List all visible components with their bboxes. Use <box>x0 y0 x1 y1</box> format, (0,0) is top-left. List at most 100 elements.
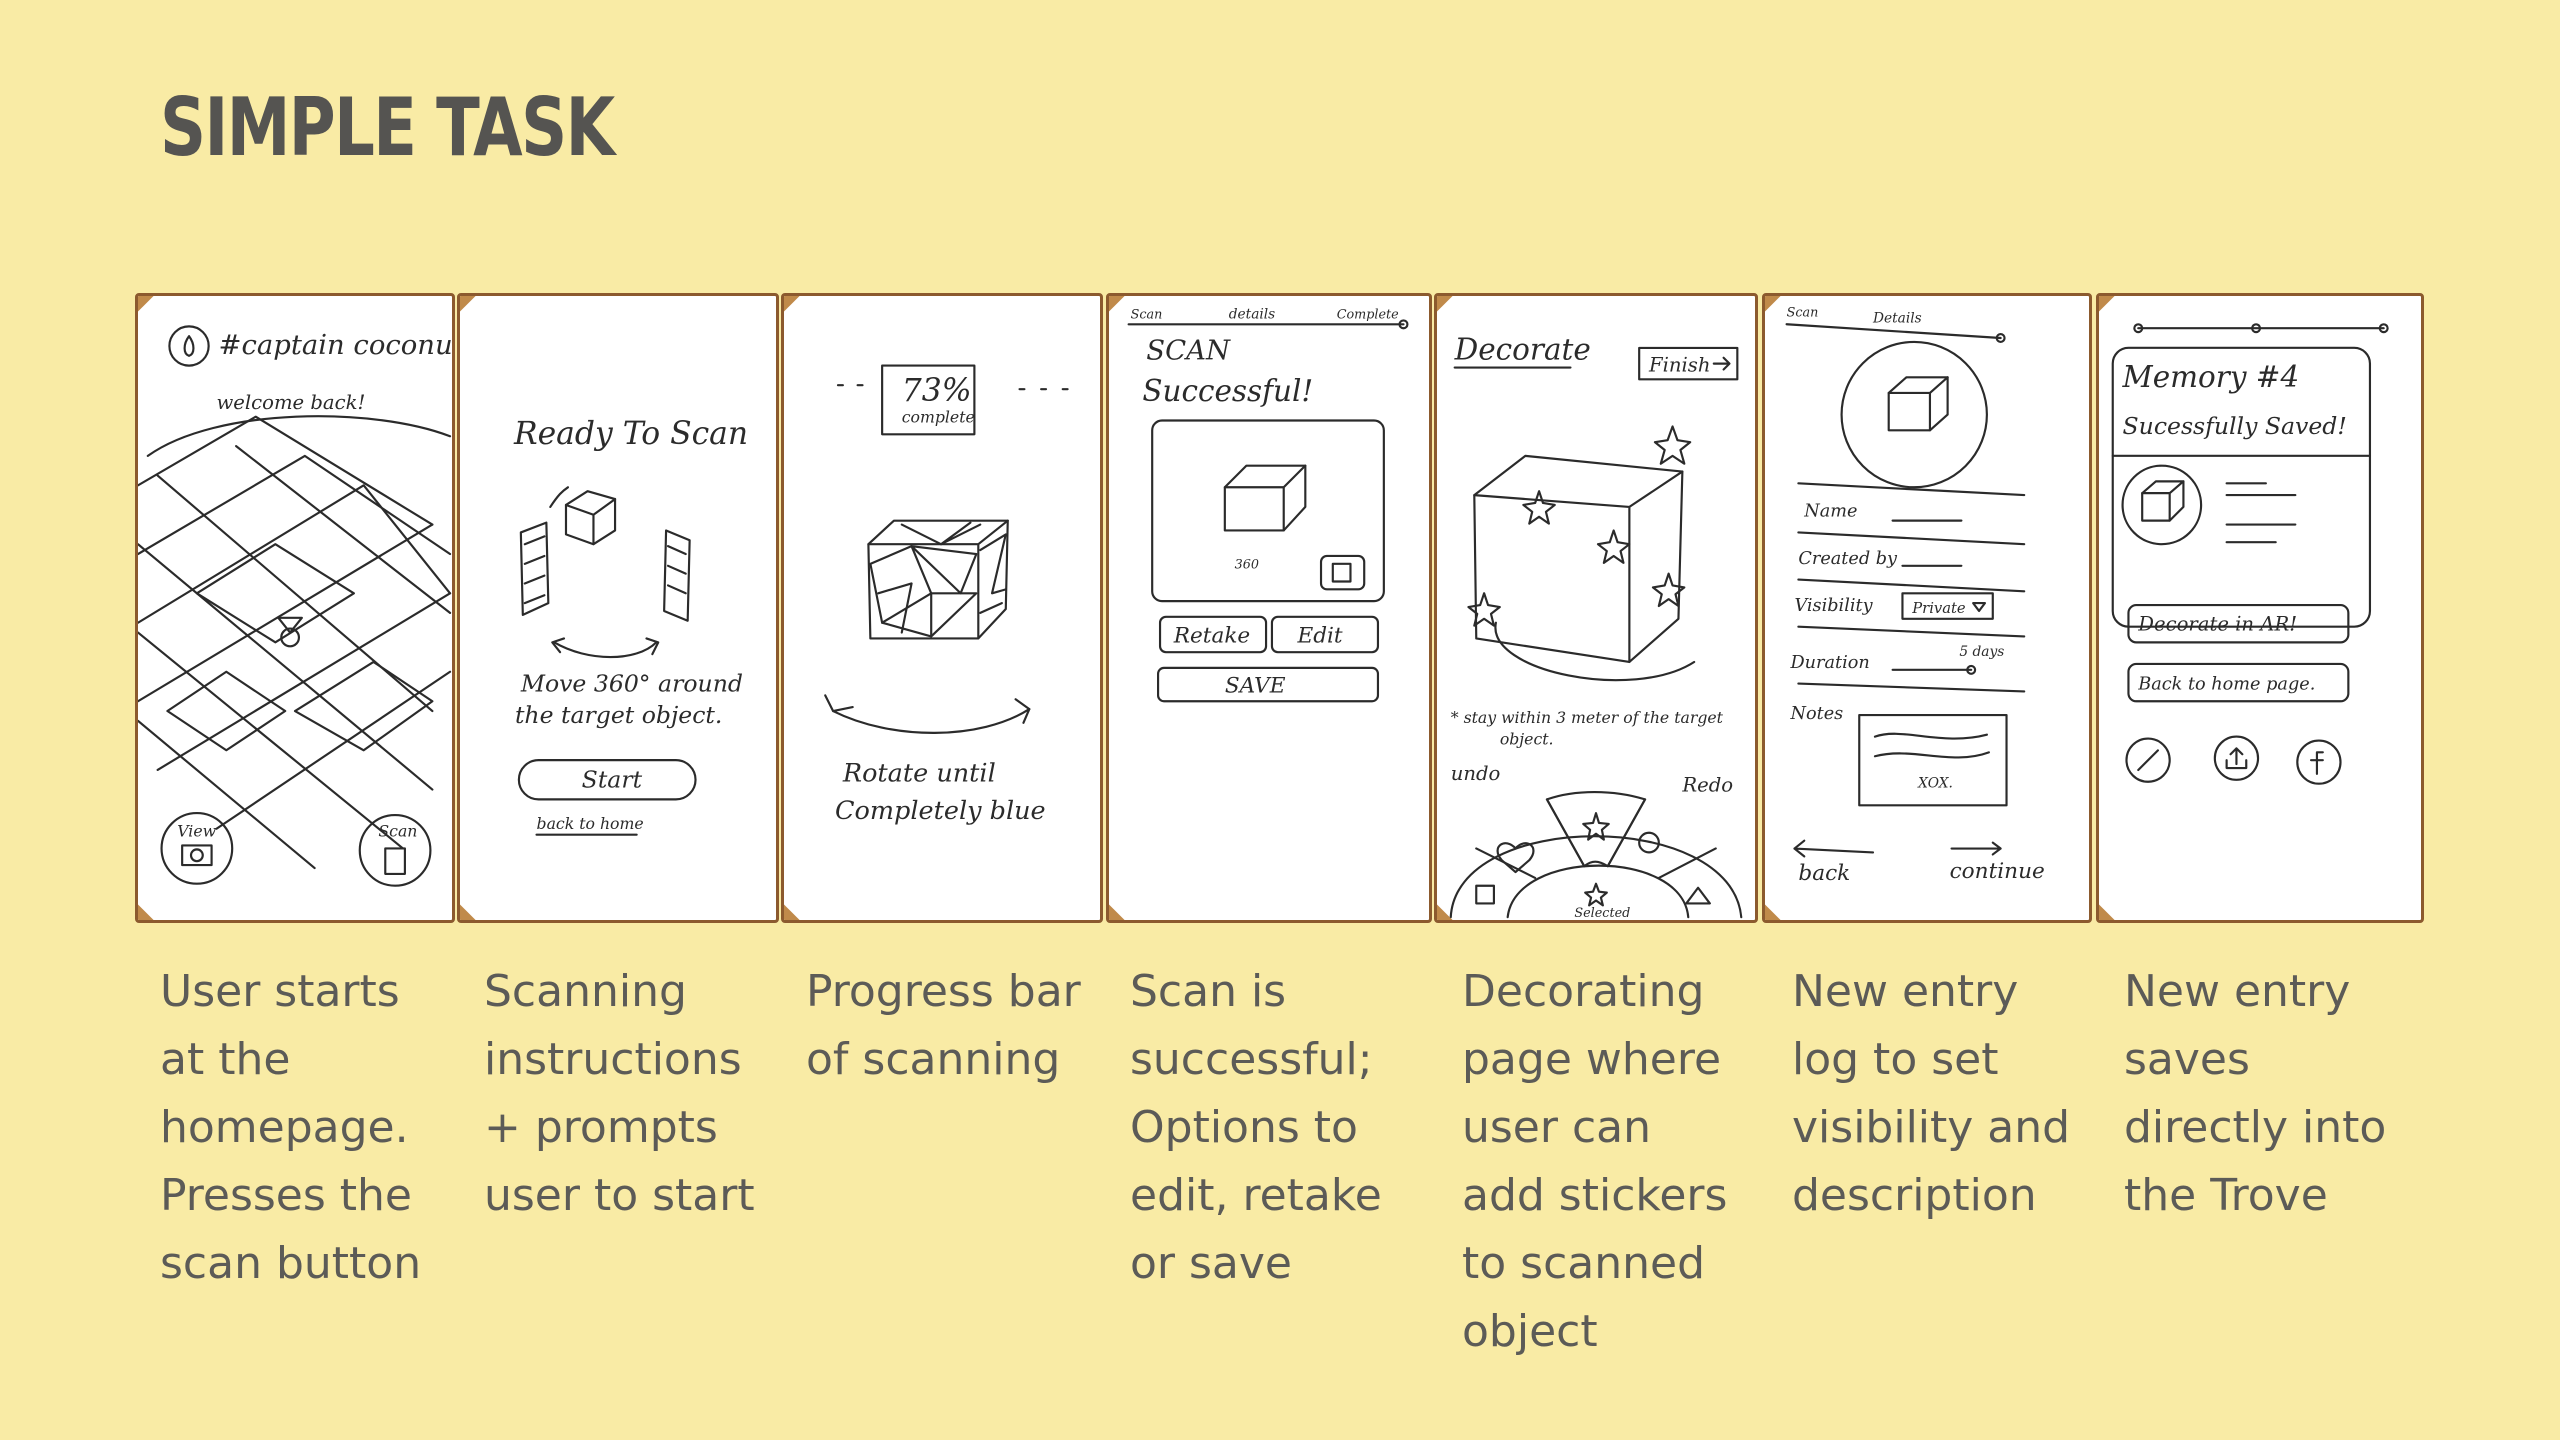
cube-icon <box>1223 464 1307 532</box>
scan-button[interactable] <box>358 813 432 887</box>
decorate-drawing: Decorate Finish * stay within 3 meter of… <box>1449 333 1743 920</box>
sketch-entry-saved: Memory #4 Sucessfully Saved! Decorate in… <box>2096 293 2424 923</box>
link-icon[interactable] <box>2125 737 2171 783</box>
sketch-homepage: #captain coconut welcome back! View Scan <box>135 293 455 923</box>
avatar-icon <box>168 325 210 367</box>
sketch-scan-instructions: Ready To Scan Move 360° around the targe… <box>457 293 779 923</box>
phone-left-icon <box>519 521 550 616</box>
finish-button[interactable] <box>1638 346 1739 381</box>
entry-log-drawing: Scan Details Name Created by Visibility … <box>1785 305 2045 886</box>
sketch-scan-success: Scan details Complete SCAN Successful! 3… <box>1106 293 1432 923</box>
home-button-label: Back to home page. <box>2137 674 2315 694</box>
rotate-arrow <box>831 708 1031 734</box>
camera-icon <box>181 844 213 867</box>
step-complete: Complete <box>1337 307 1399 322</box>
success-heading-2: Successful! <box>1142 374 1313 408</box>
save-button[interactable] <box>1157 666 1380 703</box>
start-button-label: Start <box>582 766 643 794</box>
ar-view-icon[interactable] <box>1319 554 1366 591</box>
heart-icon[interactable] <box>1496 842 1535 874</box>
step-scan: Scan <box>1131 307 1163 322</box>
welcome-label: welcome back! <box>217 391 366 414</box>
slide-title: SIMPLE TASK <box>160 81 615 174</box>
duration-value: 5 days <box>1959 644 2004 660</box>
created-label: Created by <box>1798 549 1898 569</box>
saved-heading-1: Memory #4 <box>2122 360 2300 394</box>
share-icon[interactable] <box>2213 735 2260 781</box>
name-label: Name <box>1803 502 1857 522</box>
decorate-ar-label: Decorate in AR! <box>2137 613 2297 636</box>
star-sticker <box>1653 425 1692 465</box>
entry-saved-drawing: Memory #4 Sucessfully Saved! Decorate in… <box>2111 323 2389 785</box>
star-icon <box>1582 812 1610 841</box>
caption-step-4: Scan is successful; Options to edit, ret… <box>1130 966 1382 1289</box>
sketch-decorate: Decorate Finish * stay within 3 meter of… <box>1434 293 1758 923</box>
rotate-hint-1: Rotate until <box>842 759 996 789</box>
scan-button-label: Scan <box>378 822 417 841</box>
cube-icon <box>1887 376 1949 432</box>
object-thumbnail <box>1840 340 1988 489</box>
view-button[interactable] <box>160 812 234 885</box>
scanned-cube <box>867 519 1009 640</box>
memory-thumbnail <box>2121 464 2203 546</box>
back-home-link[interactable]: back to home <box>537 814 644 833</box>
start-button[interactable] <box>517 759 697 801</box>
notes-label: Notes <box>1790 704 1844 724</box>
saved-heading-2: Sucessfully Saved! <box>2123 412 2347 440</box>
decorate-ar-button[interactable] <box>2127 603 2350 644</box>
retake-button-label: Retake <box>1173 623 1250 648</box>
rotate-hint-2: Completely blue <box>835 796 1046 826</box>
notes-field[interactable] <box>1858 713 2008 807</box>
caption-step-7: New entry saves directly into the Trove <box>2124 966 2387 1221</box>
facebook-icon[interactable] <box>2296 739 2342 785</box>
memory-details-lines <box>2225 482 2297 544</box>
visibility-value: Private <box>1911 600 1966 617</box>
distance-hint-1: * stay within 3 meter of the target <box>1451 708 1724 727</box>
back-link[interactable]: back <box>1798 861 1850 886</box>
retake-button[interactable] <box>1158 615 1268 654</box>
instruction-line-2: the target object. <box>515 701 722 729</box>
form-dividers <box>1797 482 2026 693</box>
map-edge <box>146 415 452 457</box>
edit-button-label: Edit <box>1296 623 1342 648</box>
chevron-down-icon <box>1972 602 1987 613</box>
sketch-entry-log: Scan Details Name Created by Visibility … <box>1762 293 2092 923</box>
triangle-icon[interactable] <box>1685 886 1711 905</box>
selected-slot[interactable] <box>1545 791 1647 868</box>
caption-step-1: User starts at the homepage. Presses the… <box>160 966 422 1289</box>
home-button[interactable] <box>2127 662 2350 703</box>
caption-step-5: Decorating page where user can add stick… <box>1462 966 1728 1357</box>
duration-label: Duration <box>1790 653 1870 673</box>
visibility-select[interactable] <box>1901 592 1994 620</box>
username-label: #captain coconut <box>218 330 452 361</box>
sticker-wheel <box>1449 835 1743 919</box>
rotate-label: 360 <box>1235 558 1259 573</box>
instruction-line-1: Move 360° around <box>520 669 743 697</box>
circle-icon[interactable] <box>1638 831 1660 854</box>
success-heading-1: SCAN <box>1146 335 1231 367</box>
homepage-drawing: #captain coconut welcome back! View Scan <box>138 325 452 887</box>
redo-button[interactable]: Redo <box>1681 774 1733 797</box>
edit-button[interactable] <box>1270 615 1380 654</box>
decorated-cube <box>1473 454 1696 682</box>
undo-button[interactable]: undo <box>1451 762 1501 785</box>
decorate-heading: Decorate <box>1454 333 1591 367</box>
cube-icon <box>2141 480 2185 522</box>
visibility-label: Visibility <box>1794 596 1873 616</box>
continue-arrow-icon <box>1950 841 2002 856</box>
step-scan: Scan <box>1787 305 1819 320</box>
selected-label: Selected <box>1574 906 1630 920</box>
sketch-scan-progress: 73% complete Rotate until Completely blu… <box>781 293 1103 923</box>
step-details: details <box>1229 306 1275 322</box>
continue-link[interactable]: continue <box>1950 859 2045 884</box>
square-icon[interactable] <box>1475 884 1496 905</box>
scan-progress-drawing: 73% complete Rotate until Completely blu… <box>824 364 1069 826</box>
scan-success-drawing: Scan details Complete SCAN Successful! 3… <box>1127 306 1409 703</box>
caption-step-2: Scanning instructions + prompts user to … <box>484 966 755 1221</box>
view-button-label: View <box>177 822 216 841</box>
notes-sign: XOX. <box>1917 776 1953 792</box>
phone-right-icon <box>663 529 691 622</box>
caption-step-3: Progress bar of scanning <box>806 966 1081 1085</box>
scan-instructions-drawing: Ready To Scan Move 360° around the targe… <box>513 416 748 836</box>
distance-hint-2: object. <box>1500 729 1554 748</box>
